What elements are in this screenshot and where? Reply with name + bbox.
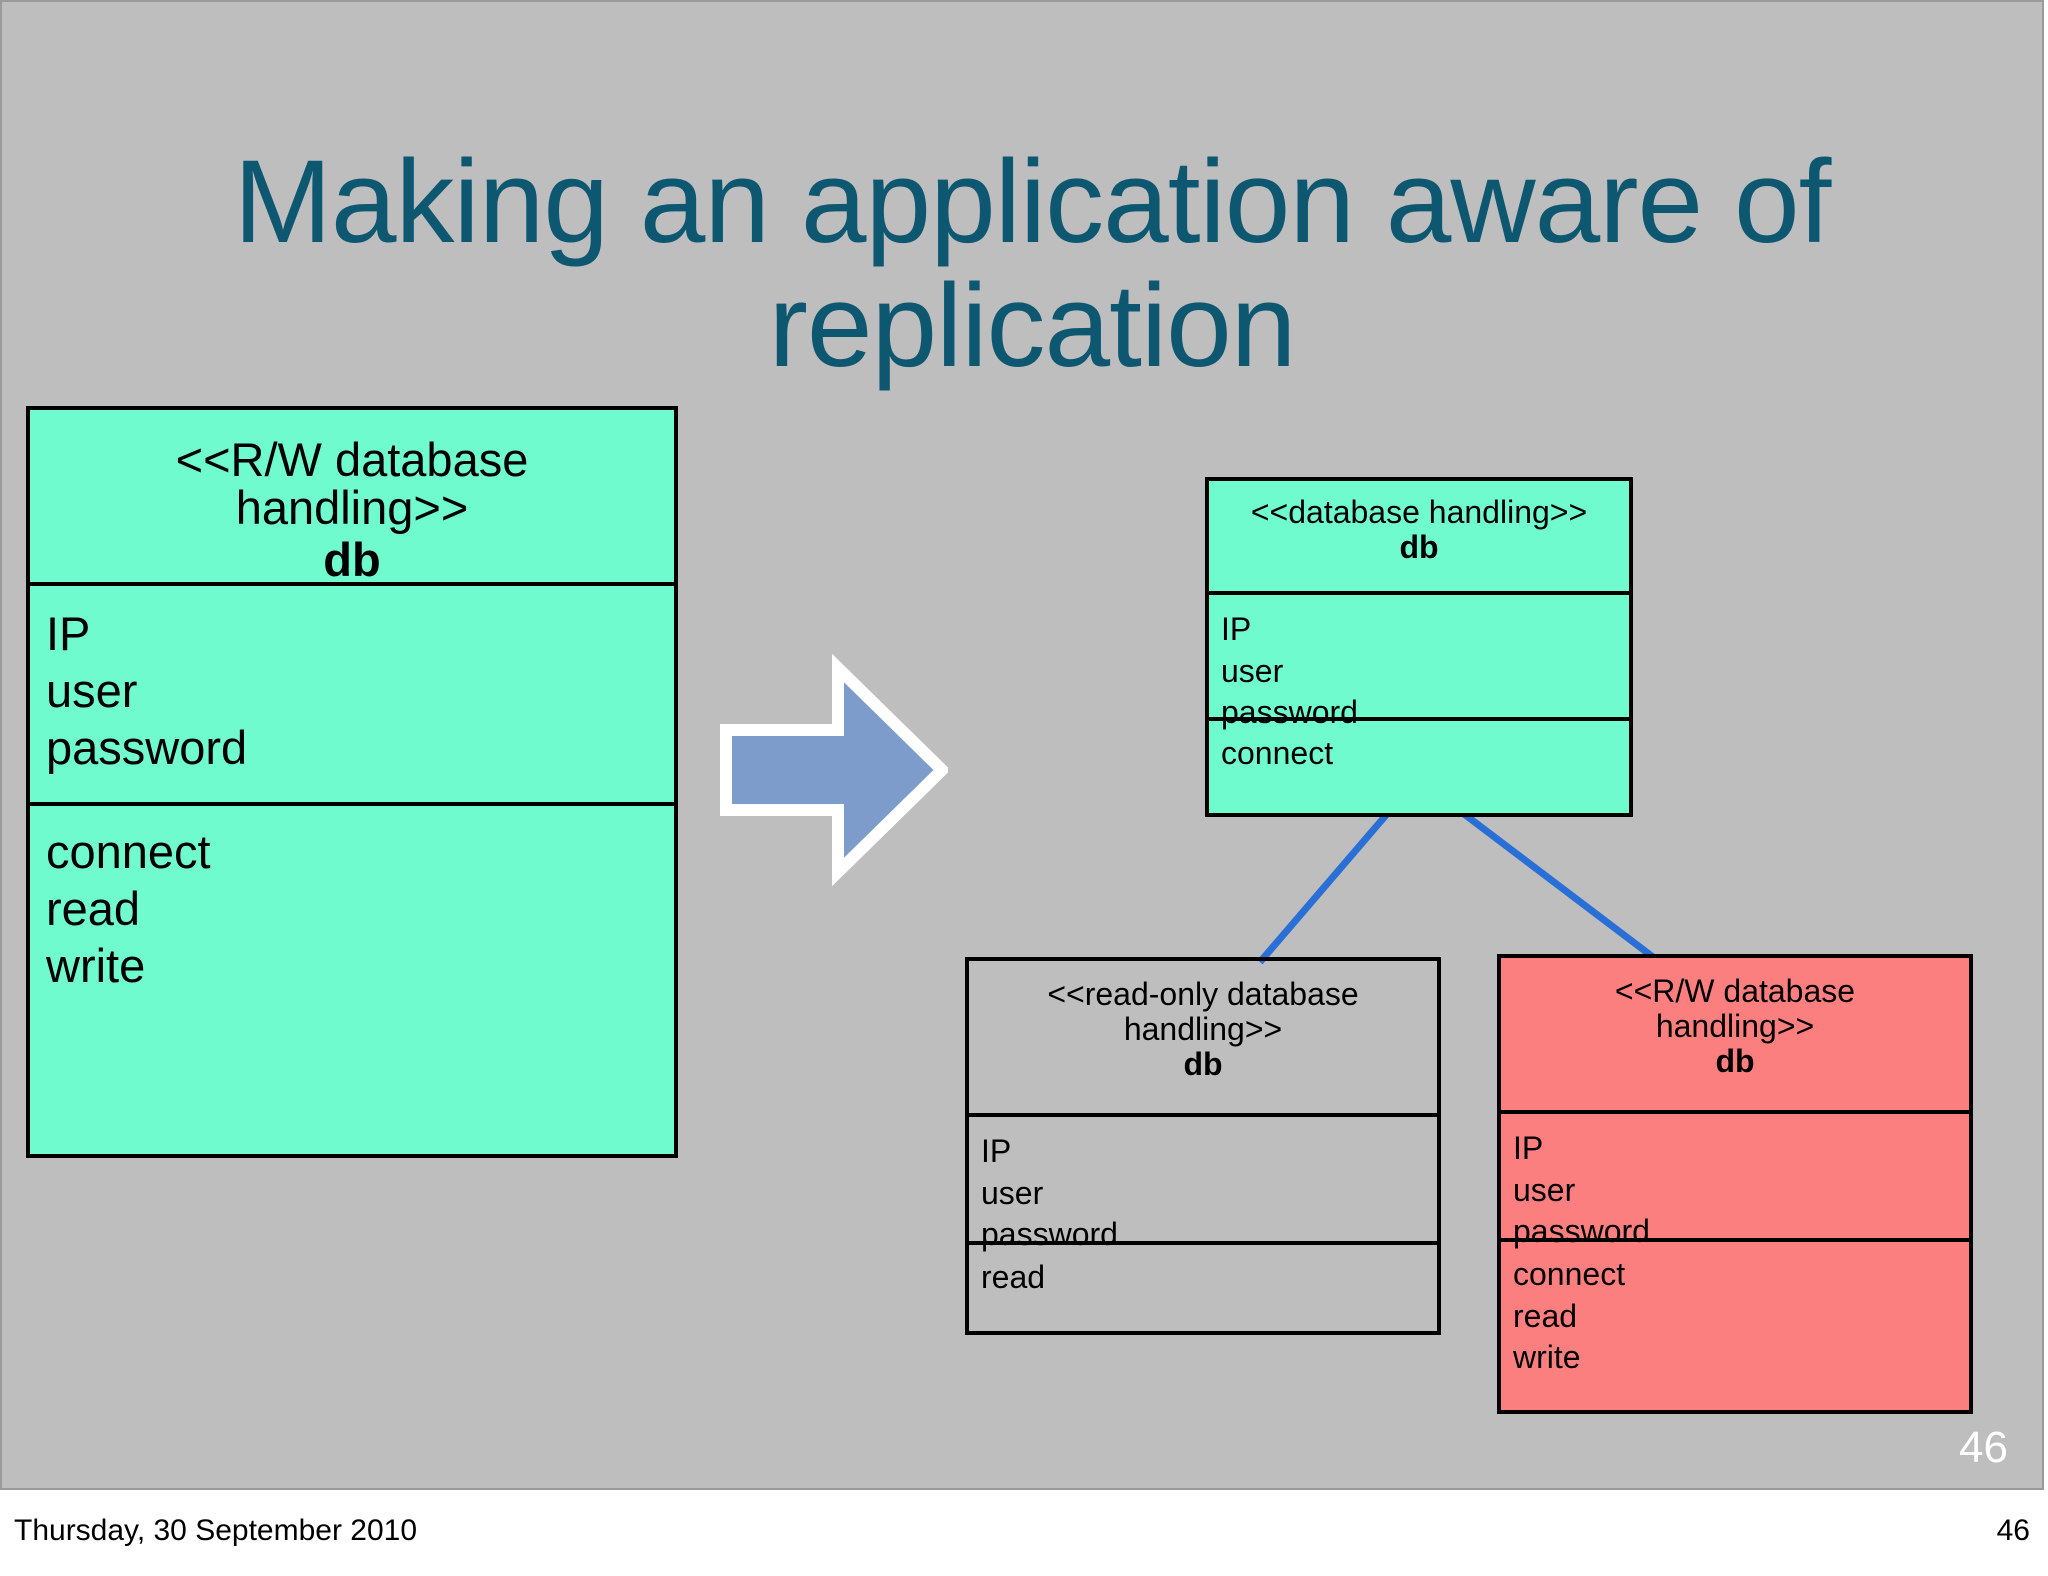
- uml-operations-section: read: [969, 1241, 1437, 1295]
- uml-operations-section: connect read write: [1501, 1238, 1969, 1375]
- uml-operations-section: connect read write: [30, 802, 674, 992]
- uml-class-header: <<R/W database handling>> db: [1501, 958, 1969, 1110]
- uml-operation: write: [46, 938, 146, 992]
- uml-attributes-section: IP user password: [1209, 591, 1629, 730]
- uml-stereotype-line-2: handling>>: [1123, 1011, 1283, 1048]
- uml-attributes-section: IP user password: [969, 1113, 1437, 1252]
- slide-page-number: 46: [1959, 1423, 2008, 1472]
- uml-operation: write: [1513, 1339, 1581, 1376]
- uml-stereotype-line-1: <<read-only database: [1047, 976, 1359, 1012]
- uml-attributes-section: IP user password: [30, 582, 674, 802]
- uml-stereotype-line-1: <<database handling>>: [1250, 494, 1588, 530]
- uml-attribute: password: [46, 720, 248, 774]
- uml-operation: read: [1513, 1297, 1578, 1334]
- uml-attribute: IP: [46, 607, 91, 660]
- uml-attribute: password: [981, 1216, 1118, 1253]
- uml-class-database-handling-base[interactable]: <<database handling>> db IP user passwor…: [1205, 477, 1633, 817]
- uml-attribute: IP: [1513, 1130, 1544, 1166]
- footer-date: Thursday, 30 September 2010: [14, 1514, 418, 1547]
- connector-base-to-rw-right: [1461, 811, 1660, 963]
- uml-attribute: password: [1513, 1213, 1650, 1250]
- footer-page-number: 46: [1996, 1514, 2030, 1547]
- uml-stereotype-line-2: handling>>: [235, 480, 469, 534]
- page-title-line-1: Making an application aware of: [233, 136, 1832, 269]
- uml-class-name: db: [1399, 528, 1439, 565]
- uml-attributes-section: IP user password: [1501, 1110, 1969, 1249]
- uml-attribute: user: [1513, 1171, 1576, 1208]
- footer-bar: Thursday, 30 September 2010 46: [0, 1490, 2048, 1576]
- uml-attribute: user: [46, 663, 138, 717]
- uml-stereotype-line-1: <<R/W database: [1614, 973, 1856, 1009]
- uml-attribute: user: [1221, 652, 1284, 689]
- uml-class-name: db: [1715, 1043, 1755, 1080]
- uml-class-name: db: [1183, 1046, 1223, 1083]
- uml-operations-section: connect: [1209, 717, 1629, 771]
- uml-operation: connect: [1221, 735, 1334, 771]
- uml-class-header: <<database handling>> db: [1209, 481, 1629, 591]
- uml-stereotype-line-1: <<R/W database: [175, 433, 529, 486]
- right-arrow-icon: [720, 653, 948, 887]
- uml-class-header: <<R/W database handling>> db: [30, 410, 674, 586]
- slide-canvas: Making an application aware of replicati…: [0, 0, 2044, 1490]
- uml-attribute: user: [981, 1174, 1044, 1211]
- uml-operation: read: [981, 1259, 1046, 1295]
- uml-class-rw-database-right[interactable]: <<R/W database handling>> db IP user pas…: [1497, 954, 1973, 1414]
- uml-attribute: IP: [1221, 611, 1252, 647]
- connector-base-to-readonly: [1257, 811, 1390, 965]
- page-title-line-2: replication: [768, 260, 1297, 393]
- uml-operation: connect: [46, 825, 211, 878]
- uml-attribute: IP: [981, 1133, 1012, 1169]
- uml-operation: connect: [1513, 1256, 1626, 1292]
- uml-class-read-only-database[interactable]: <<read-only database handling>> db IP us…: [965, 957, 1441, 1335]
- uml-class-rw-database-left[interactable]: <<R/W database handling>> db IP user pas…: [26, 406, 678, 1158]
- uml-class-name: db: [323, 532, 381, 586]
- uml-stereotype-line-2: handling>>: [1655, 1008, 1815, 1045]
- uml-operation: read: [46, 881, 141, 935]
- uml-class-header: <<read-only database handling>> db: [969, 961, 1437, 1113]
- uml-attribute: password: [1221, 694, 1358, 731]
- page-title: Making an application aware of replicati…: [92, 143, 1972, 385]
